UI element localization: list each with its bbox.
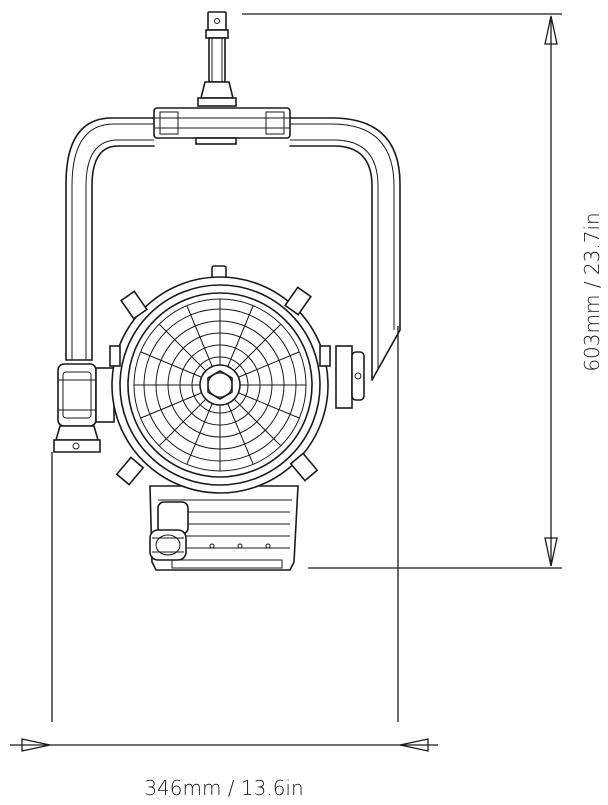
honeycomb-grid [134, 299, 306, 471]
spigot [197, 11, 237, 107]
width-arrow-right [399, 738, 429, 752]
fixture-head [109, 265, 331, 494]
width-dimension: 346mm / 13.6in [10, 326, 438, 800]
rear-housing [149, 485, 299, 571]
width-label: 346mm / 13.6in [144, 776, 303, 800]
power-connector [149, 501, 189, 561]
height-arrow-top [544, 15, 558, 45]
yoke [65, 107, 401, 381]
tilt-lock-knob-left [53, 363, 115, 453]
width-arrow-left [21, 738, 51, 752]
height-arrow-bottom [544, 537, 558, 567]
height-dimension: 603mm / 23.7in [242, 13, 604, 569]
tilt-lock-knob-right [335, 345, 365, 409]
height-label: 603mm / 23.7in [580, 212, 604, 371]
